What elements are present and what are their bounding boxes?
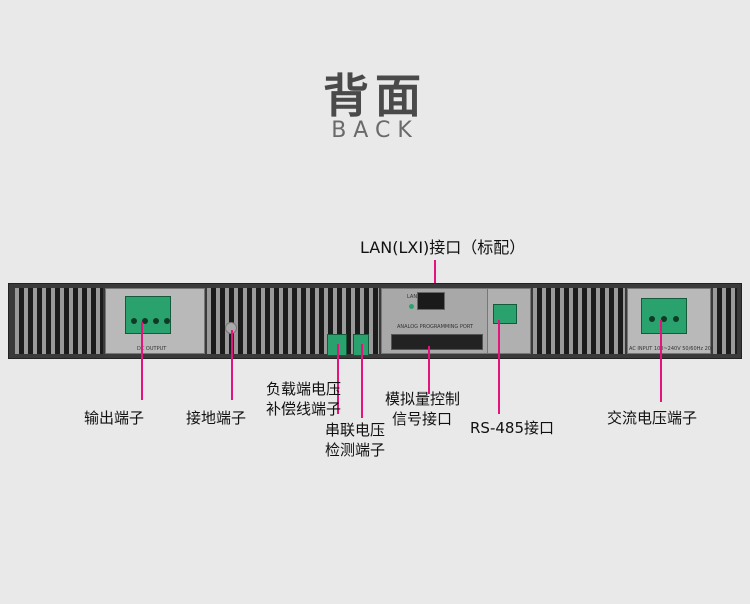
terminal-screw (142, 318, 148, 324)
dc-output-text: DC OUTPUT (137, 346, 167, 352)
terminal-screw (661, 316, 667, 322)
status-led (409, 304, 414, 309)
terminal-screw (649, 316, 655, 322)
vent-grille-mid-left (207, 288, 379, 354)
rs485-label: RS-485接口 (470, 419, 554, 437)
terminal-screw (131, 318, 137, 324)
series-label-2: 检测端子 (325, 441, 386, 459)
terminal-screw (153, 318, 159, 324)
vent-grille-right (533, 288, 625, 354)
lan-tag: LAN (407, 294, 418, 300)
analog-port-text: ANALOG PROGRAMMING PORT (397, 324, 474, 330)
analog-pin (428, 346, 430, 394)
ac-label: 交流电压端子 (607, 409, 698, 427)
analog-label-2: 信号接口 (392, 410, 453, 428)
ac-pin (660, 320, 662, 402)
rear-panel: DC OUTPUT LAN ANALOG PROGRAMMING PORT AC… (8, 283, 742, 359)
page-subtitle: BACK (331, 118, 419, 143)
series-sense-pin (361, 344, 363, 418)
vent-grille-left (15, 288, 103, 354)
series-label-1: 串联电压 (325, 421, 386, 439)
dc-output-terminal (125, 296, 171, 334)
analog-label-1: 模拟量控制 (385, 390, 461, 408)
analog-port[interactable] (391, 334, 483, 350)
rs485-pin (498, 320, 500, 414)
lan-label: LAN(LXI)接口（标配） (360, 238, 526, 257)
rs485-terminal[interactable] (493, 304, 517, 324)
ground-pin (231, 330, 233, 400)
load-sense-label-2: 补偿线端子 (266, 400, 342, 418)
ac-input-text: AC INPUT 100~240V 50/60Hz 20A (629, 346, 715, 352)
load-sense-label-1: 负载端电压 (266, 380, 342, 398)
terminal-screw (164, 318, 170, 324)
load-sense-pin (337, 344, 339, 414)
output-label: 输出端子 (84, 409, 145, 427)
vent-grille-far-right (713, 288, 737, 354)
ground-label: 接地端子 (186, 409, 247, 427)
page-title: 背面 (323, 69, 427, 123)
terminal-screw (673, 316, 679, 322)
lan-port[interactable] (417, 292, 445, 310)
lan-pin (434, 260, 436, 294)
output-pin (141, 322, 143, 400)
